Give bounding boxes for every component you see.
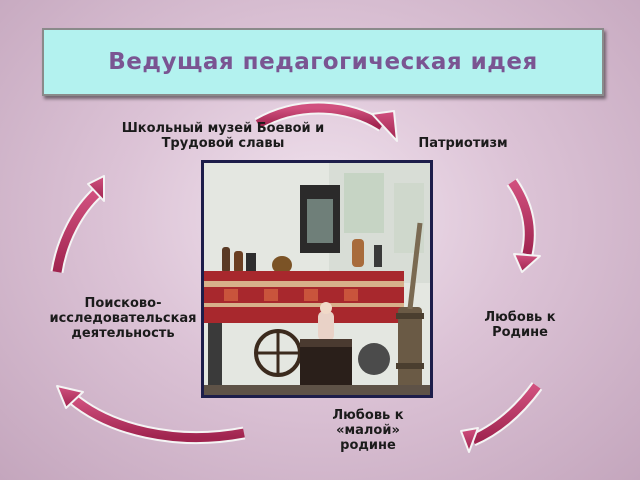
arrow-search-to-museum — [52, 188, 102, 273]
slide-title: Ведущая педагогическая идея — [108, 49, 538, 75]
arrow-museum-to-patriotism — [255, 103, 385, 130]
arrow-love-to-small-homeland — [471, 383, 541, 445]
museum-exhibit-illustration — [204, 163, 430, 395]
arrowhead-2 — [513, 253, 541, 273]
arrow-patriotism-to-love — [508, 179, 534, 255]
arrowhead-5 — [87, 175, 105, 202]
arrow-small-homeland-to-search — [69, 394, 245, 442]
arrowhead-1 — [371, 110, 398, 142]
node-love-small-homeland: Любовь к «малой» родине — [332, 408, 404, 453]
museum-exhibit-photo — [201, 160, 433, 398]
node-search-research: Поисково-исследовательская деятельность — [49, 296, 197, 341]
node-love-homeland: Любовь к Родине — [484, 310, 556, 340]
title-box: Ведущая педагогическая идея — [42, 28, 604, 96]
node-patriotism: Патриотизм — [418, 136, 508, 151]
arrowhead-3 — [460, 427, 479, 453]
node-museum: Школьный музей Боевой и Трудовой славы — [121, 121, 325, 151]
arrowhead-4 — [56, 385, 84, 409]
